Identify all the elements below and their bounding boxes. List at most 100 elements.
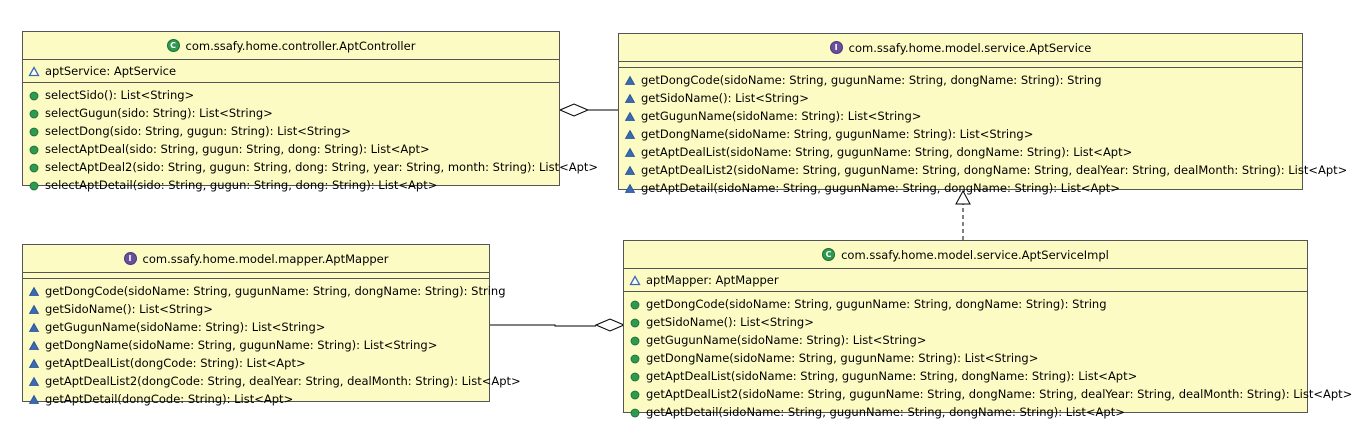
aggregation-diamond-impl xyxy=(594,318,626,332)
interface-box-apt-mapper[interactable]: I com.ssafy.home.model.mapper.AptMapper … xyxy=(22,244,521,406)
field-compartment: aptService: AptService xyxy=(23,60,559,83)
field-text: aptService: AptService xyxy=(45,64,177,78)
method-row: selectAptDeal2(sido: String, gugun: Stri… xyxy=(23,158,598,176)
abstract-method-icon xyxy=(28,304,40,314)
interface-header: I com.ssafy.home.model.service.AptServic… xyxy=(619,34,1302,62)
abstract-method-icon xyxy=(624,111,636,121)
method-text: getSidoName(): List<String> xyxy=(641,91,809,105)
abstract-method-icon xyxy=(624,165,636,175)
public-method-icon xyxy=(29,91,39,100)
method-row: getGugunName(sidoName: String): List<Str… xyxy=(624,331,1307,349)
method-row: selectAptDeal(sido: String, gugun: Strin… xyxy=(23,140,559,158)
method-text: getDongCode(sidoName: String, gugunName:… xyxy=(641,73,1102,87)
method-row: getDongName(sidoName: String, gugunName:… xyxy=(624,349,1307,367)
method-text: selectSido(): List<String> xyxy=(45,88,195,102)
field-compartment xyxy=(619,64,1302,68)
method-compartment: getDongCode(sidoName: String, gugunName:… xyxy=(624,292,1352,424)
field-compartment: aptMapper: AptMapper xyxy=(624,269,1307,292)
public-method-icon xyxy=(630,336,640,345)
method-row: getAptDetail(dongCode: String): List<Apt… xyxy=(23,390,489,408)
public-method-icon xyxy=(630,390,640,399)
package-visibility-icon xyxy=(629,274,641,285)
method-row: getAptDealList(dongCode: String): List<A… xyxy=(23,354,489,372)
method-row: getAptDetail(sidoName: String, gugunName… xyxy=(619,179,1302,197)
method-row: getGugunName(sidoName: String): List<Str… xyxy=(619,107,1302,125)
method-row: selectAptDetail(sido: String, gugun: Str… xyxy=(23,176,559,194)
method-row: getAptDetail(sidoName: String, gugunName… xyxy=(624,403,1307,421)
abstract-method-icon xyxy=(28,358,40,368)
interface-box-apt-service[interactable]: I com.ssafy.home.model.service.AptServic… xyxy=(618,33,1347,195)
method-text: getAptDealList(sidoName: String, gugunNa… xyxy=(641,145,1133,159)
interface-name: com.ssafy.home.model.mapper.AptMapper xyxy=(142,251,389,266)
abstract-method-icon xyxy=(624,129,636,139)
class-badge-icon: C xyxy=(822,248,836,261)
method-text: getDongName(sidoName: String, gugunName:… xyxy=(641,127,1034,141)
abstract-method-icon xyxy=(624,75,636,85)
method-text: selectAptDeal2(sido: String, gugun: Stri… xyxy=(45,160,599,174)
public-method-icon xyxy=(29,145,39,154)
method-text: getGugunName(sidoName: String): List<Str… xyxy=(45,320,326,334)
public-method-icon xyxy=(29,127,39,136)
method-text: getDongCode(sidoName: String, gugunName:… xyxy=(646,297,1107,311)
abstract-method-icon xyxy=(28,340,40,350)
abstract-method-icon xyxy=(28,394,40,404)
method-text: getAptDetail(sidoName: String, gugunName… xyxy=(646,405,1125,419)
field-row: aptService: AptService xyxy=(23,62,559,80)
method-row: getAptDealList(sidoName: String, gugunNa… xyxy=(624,367,1307,385)
field-row: aptMapper: AptMapper xyxy=(624,271,1307,289)
method-text: getAptDetail(sidoName: String, gugunName… xyxy=(641,181,1120,195)
public-method-icon xyxy=(630,300,640,309)
class-header: C com.ssafy.home.model.service.AptServic… xyxy=(624,241,1307,269)
public-method-icon xyxy=(630,408,640,417)
method-text: getAptDealList(dongCode: String): List<A… xyxy=(45,356,306,370)
abstract-method-icon xyxy=(624,93,636,103)
abstract-method-icon xyxy=(624,183,636,193)
method-text: getAptDealList2(sidoName: String, gugunN… xyxy=(646,387,1352,401)
method-text: getAptDealList2(dongCode: String, dealYe… xyxy=(45,374,521,388)
method-text: getAptDealList2(sidoName: String, gugunN… xyxy=(641,163,1348,177)
public-method-icon xyxy=(29,163,39,172)
method-text: selectAptDeal(sido: String, gugun: Strin… xyxy=(45,142,430,156)
public-method-icon xyxy=(630,372,640,381)
method-row: getDongName(sidoName: String, gugunName:… xyxy=(23,336,489,354)
class-box-apt-controller[interactable]: C com.ssafy.home.controller.AptControlle… xyxy=(22,31,598,192)
method-row: getSidoName(): List<String> xyxy=(624,313,1307,331)
method-text: getDongName(sidoName: String, gugunName:… xyxy=(646,351,1039,365)
method-text: getAptDetail(dongCode: String): List<Apt… xyxy=(45,392,294,406)
method-compartment: getDongCode(sidoName: String, gugunName:… xyxy=(619,68,1347,200)
abstract-method-icon xyxy=(624,147,636,157)
package-visibility-icon xyxy=(28,65,40,76)
method-row: getDongCode(sidoName: String, gugunName:… xyxy=(624,295,1307,313)
interface-badge-icon: I xyxy=(123,252,137,265)
method-row: getAptDealList2(sidoName: String, gugunN… xyxy=(624,385,1352,403)
method-row: getDongName(sidoName: String, gugunName:… xyxy=(619,125,1302,143)
method-row: getAptDealList2(sidoName: String, gugunN… xyxy=(619,161,1347,179)
class-name: com.ssafy.home.controller.AptController xyxy=(185,38,416,53)
method-row: getSidoName(): List<String> xyxy=(23,300,489,318)
method-text: getGugunName(sidoName: String): List<Str… xyxy=(646,333,927,347)
public-method-icon xyxy=(630,318,640,327)
realization-arrowhead xyxy=(955,189,971,205)
field-text: aptMapper: AptMapper xyxy=(646,273,779,287)
interface-badge-icon: I xyxy=(829,41,843,54)
class-header: C com.ssafy.home.controller.AptControlle… xyxy=(23,32,559,60)
class-box-apt-service-impl[interactable]: C com.ssafy.home.model.service.AptServic… xyxy=(623,240,1352,419)
method-row: getDongCode(sidoName: String, gugunName:… xyxy=(23,282,506,300)
method-row: getSidoName(): List<String> xyxy=(619,89,1302,107)
interface-header: I com.ssafy.home.model.mapper.AptMapper xyxy=(23,245,489,273)
field-compartment xyxy=(23,275,489,279)
class-badge-icon: C xyxy=(166,39,180,52)
public-method-icon xyxy=(29,109,39,118)
method-compartment: selectSido(): List<String> selectGugun(si… xyxy=(23,83,598,197)
interface-name: com.ssafy.home.model.service.AptService xyxy=(848,40,1092,55)
aggregation-diamond-controller xyxy=(558,103,590,117)
method-text: selectAptDetail(sido: String, gugun: Str… xyxy=(45,178,438,192)
method-compartment: getDongCode(sidoName: String, gugunName:… xyxy=(23,279,521,411)
method-text: getDongCode(sidoName: String, gugunName:… xyxy=(45,284,506,298)
aggregation-line-mapper-impl xyxy=(490,324,596,327)
method-text: selectDong(sido: String, gugun: String):… xyxy=(45,124,351,138)
method-text: selectGugun(sido: String): List<String> xyxy=(45,106,273,120)
method-row: selectSido(): List<String> xyxy=(23,86,559,104)
method-row: getGugunName(sidoName: String): List<Str… xyxy=(23,318,489,336)
